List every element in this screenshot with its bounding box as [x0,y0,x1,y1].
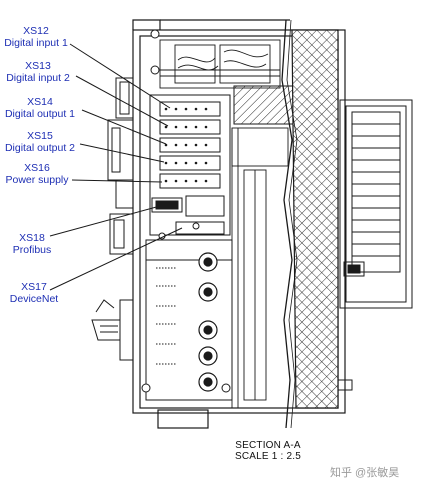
label-xs12-id: XS12 [23,25,49,37]
label-xs14: XS14 Digital output 1 [2,96,78,120]
label-xs15: XS15 Digital output 2 [2,130,78,154]
leader-lines [49,43,183,291]
connector-pins [164,107,208,183]
label-xs14-name: Digital output 1 [4,108,76,120]
upper-wiring [159,39,281,89]
hatched-block [233,85,295,125]
label-xs15-id: XS15 [27,130,53,142]
label-xs18-name: Profibus [12,244,52,256]
label-xs16-name: Power supply [5,174,69,186]
screws [141,29,231,393]
section-scale: SCALE 1 : 2.5 [235,451,301,462]
label-xs15-name: Digital output 2 [4,142,76,154]
rails [231,127,289,408]
label-xs16-id: XS16 [24,162,50,174]
knobs [198,252,218,392]
label-xs17: XS17 DeviceNet [6,281,62,305]
label-xs12-name: Digital input 1 [4,37,68,49]
connector-xs15 [159,155,221,171]
watermark: 知乎 @张敏昊 [330,467,400,479]
connector-xs18 [151,197,183,213]
connector-xs13 [159,119,221,135]
label-xs13-name: Digital input 2 [6,72,70,84]
connector-xs12 [159,101,221,117]
section-caption: SECTION A-A SCALE 1 : 2.5 [218,440,318,462]
label-xs18-id: XS18 [19,232,45,244]
interface-board [149,94,231,236]
right-unit [337,99,413,391]
label-xs18: XS18 Profibus [8,232,56,256]
label-xs13: XS13 Digital input 2 [2,60,74,84]
label-xs17-id: XS17 [21,281,47,293]
terminal-marks [156,267,176,365]
left-brackets [91,77,134,361]
section-title: SECTION A-A [235,440,301,451]
drive-module [145,239,233,401]
connector-xs16 [159,173,221,189]
heatsink-column [291,29,339,409]
label-xs17-name: DeviceNet [9,293,59,305]
connector-xs17 [175,221,225,235]
connector-xs14 [159,137,221,153]
label-xs13-id: XS13 [25,60,51,72]
label-xs14-id: XS14 [27,96,53,108]
label-xs12: XS12 Digital input 1 [2,25,70,49]
label-xs16: XS16 Power supply [2,162,72,186]
break-line [281,19,298,429]
